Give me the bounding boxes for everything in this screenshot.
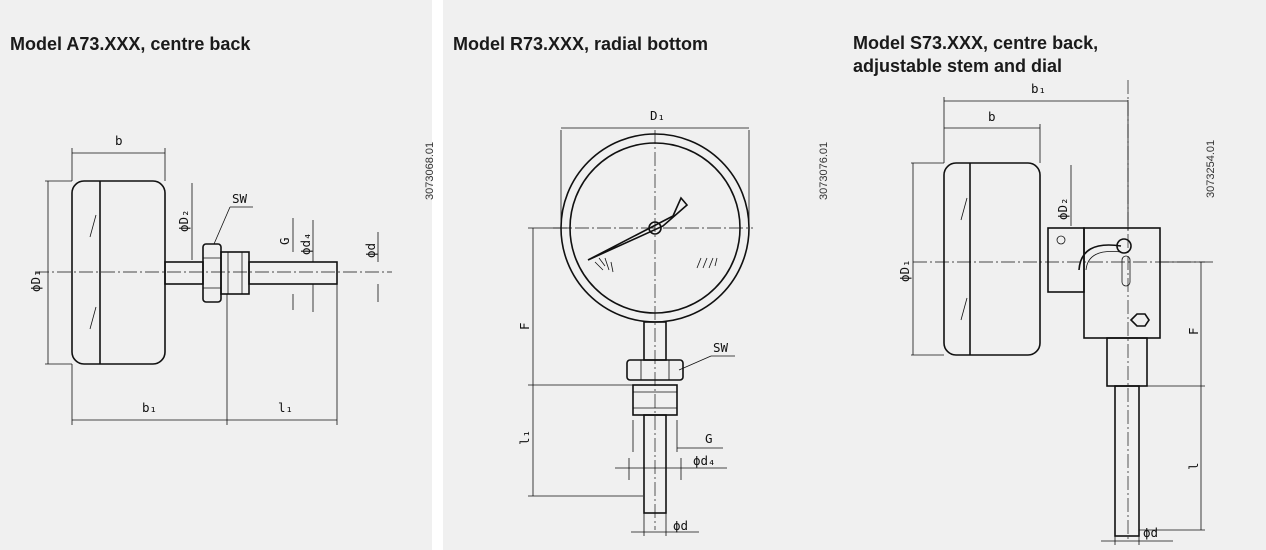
drawing-panel-a73: Model A73.XXX, centre back 3073068.01 b … — [0, 0, 436, 550]
drawing-panel-r73: Model R73.XXX, radial bottom 3073076.01 — [443, 0, 875, 550]
label-D1: D₁ — [650, 108, 665, 123]
label-l: l — [1186, 462, 1201, 470]
label-b: b — [988, 109, 996, 124]
technical-drawing-s73: b₁ b ϕD₁ ϕD₂ F l ϕd — [897, 80, 1213, 545]
technical-drawing-r73: D₁ F l₁ SW G ϕd₄ ϕd — [517, 108, 753, 536]
drawing-panel-s73: Model S73.XXX, centre back, adjustable s… — [843, 0, 1266, 550]
label-d: ϕd — [1143, 525, 1158, 540]
title-line-1: Model S73.XXX, centre back, — [853, 33, 1099, 53]
label-G: G — [705, 431, 713, 446]
panel-title: Model R73.XXX, radial bottom — [453, 34, 709, 54]
label-d: ϕd — [673, 518, 688, 533]
label-G: G — [277, 237, 292, 245]
label-b1: b₁ — [142, 400, 157, 415]
label-D1: ϕD₁ — [28, 269, 43, 292]
label-F: F — [517, 322, 532, 330]
title-line-2: adjustable stem and dial — [853, 56, 1063, 76]
label-d4: ϕd₄ — [298, 232, 313, 255]
label-F: F — [1186, 327, 1201, 335]
label-b: b — [115, 133, 123, 148]
label-l1: l₁ — [278, 400, 293, 415]
label-D2: ϕD₂ — [176, 209, 191, 232]
label-SW: SW — [232, 191, 248, 206]
label-d: ϕd — [363, 243, 378, 258]
panel-title: Model A73.XXX, centre back — [10, 34, 251, 54]
label-d4: ϕd₄ — [693, 453, 716, 468]
label-l1: l₁ — [517, 430, 532, 445]
label-b1: b₁ — [1031, 81, 1046, 96]
label-SW: SW — [713, 340, 729, 355]
technical-drawing-a73: b ϕD₁ ϕD₂ SW G ϕd₄ ϕd b₁ l₁ — [28, 133, 392, 425]
label-D1: ϕD₁ — [897, 259, 912, 282]
panel-title: Model S73.XXX, centre back, adjustable s… — [853, 32, 1098, 78]
label-D2: ϕD₂ — [1055, 197, 1070, 220]
